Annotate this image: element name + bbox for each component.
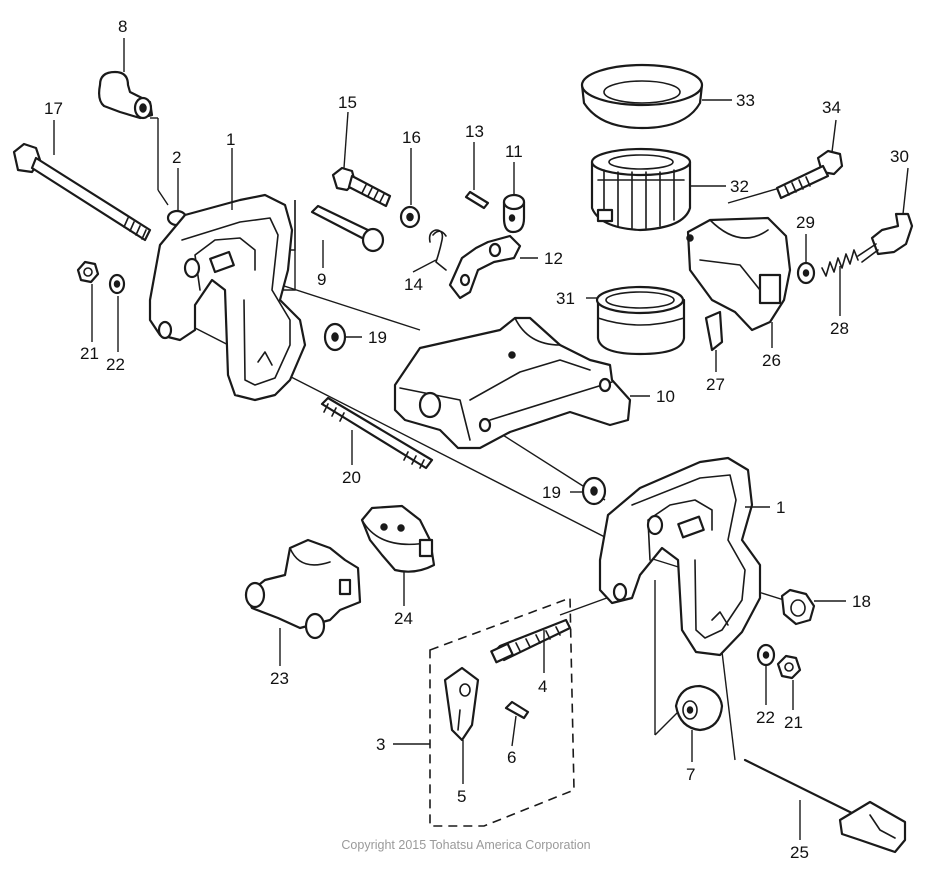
part-7-bumper <box>674 684 724 732</box>
callout-1-upper: 1 <box>226 130 235 149</box>
part-29-washer <box>796 261 816 285</box>
part-34-bolt <box>775 149 844 200</box>
callout-23: 23 <box>270 669 289 688</box>
part-6-pin <box>504 700 530 720</box>
callout-6: 6 <box>507 748 516 767</box>
callout-22-right: 22 <box>756 708 775 727</box>
part-27-wedge <box>704 310 724 352</box>
callout-24: 24 <box>394 609 413 628</box>
part-8-knob <box>98 70 154 120</box>
part-19-washer-upper <box>323 322 347 352</box>
callout-17: 17 <box>44 99 63 118</box>
callout-22-left: 22 <box>106 355 125 374</box>
part-5-cam <box>443 666 480 742</box>
callout-15: 15 <box>338 93 357 112</box>
part-22-washer-left <box>108 273 126 295</box>
part-33-ring <box>580 63 704 130</box>
callout-27: 27 <box>706 375 725 394</box>
part-28-spring <box>821 249 859 277</box>
part-1-upper-clamp-bracket <box>148 193 307 402</box>
callout-21-left: 21 <box>80 344 99 363</box>
part-3-assembly-group-outline <box>429 596 575 827</box>
callout-7: 7 <box>686 765 695 784</box>
callout-33: 33 <box>736 91 755 110</box>
copyright-notice: Copyright 2015 Tohatsu America Corporati… <box>341 838 590 852</box>
callout-28: 28 <box>830 319 849 338</box>
callout-34: 34 <box>822 98 841 117</box>
callout-13: 13 <box>465 122 484 141</box>
part-19-washer-lower <box>581 476 607 506</box>
callout-labels: 1 1 2 3 4 5 6 7 8 9 10 11 12 13 14 15 16… <box>44 17 909 862</box>
callout-16: 16 <box>402 128 421 147</box>
part-21-nut-left <box>76 260 100 284</box>
part-14-spring <box>428 229 447 271</box>
callout-29: 29 <box>796 213 815 232</box>
callout-3: 3 <box>376 735 385 754</box>
callout-20: 20 <box>342 468 361 487</box>
part-9-pin <box>310 204 385 253</box>
part-4-threaded-rod <box>490 618 572 664</box>
callout-11: 11 <box>505 142 523 161</box>
part-24-half-bushing <box>360 504 436 573</box>
part-15-bolt <box>331 166 392 208</box>
part-11-collar <box>502 193 526 234</box>
part-20-threaded-stud <box>320 396 434 470</box>
part-26-clamp <box>686 216 792 332</box>
part-12-lever <box>448 234 522 300</box>
callout-32: 32 <box>730 177 749 196</box>
callout-30: 30 <box>890 147 909 166</box>
part-23-holder <box>244 538 362 640</box>
callout-21-right: 21 <box>784 713 803 732</box>
callout-leaders <box>53 38 909 840</box>
part-18-nut <box>780 588 816 626</box>
callout-26: 26 <box>762 351 781 370</box>
part-32-bearing <box>590 147 692 232</box>
callout-25: 25 <box>790 843 809 862</box>
callout-4: 4 <box>538 677 547 696</box>
part-1-lower-clamp-bracket <box>598 456 762 657</box>
part-13-small-pin <box>464 190 490 210</box>
callout-14: 14 <box>404 275 423 294</box>
callout-5: 5 <box>457 787 466 806</box>
callout-8: 8 <box>118 17 127 36</box>
part-17-long-bolt <box>12 142 152 242</box>
callout-1-lower: 1 <box>776 498 785 517</box>
part-10-swivel-bracket <box>393 316 632 450</box>
part-30-wing-screw <box>857 212 914 263</box>
part-31-bushing <box>595 285 686 356</box>
callout-12: 12 <box>544 249 563 268</box>
part-21-nut-right <box>776 654 802 680</box>
callout-18: 18 <box>852 592 871 611</box>
callout-19-upper: 19 <box>368 328 387 347</box>
callout-10: 10 <box>656 387 675 406</box>
callout-19-lower: 19 <box>542 483 561 502</box>
part-25-rod <box>743 758 907 854</box>
callout-2: 2 <box>172 148 181 167</box>
callout-9: 9 <box>317 270 326 289</box>
part-16-washer <box>399 205 421 229</box>
callout-31: 31 <box>556 289 575 308</box>
part-22-washer-right <box>756 643 776 667</box>
